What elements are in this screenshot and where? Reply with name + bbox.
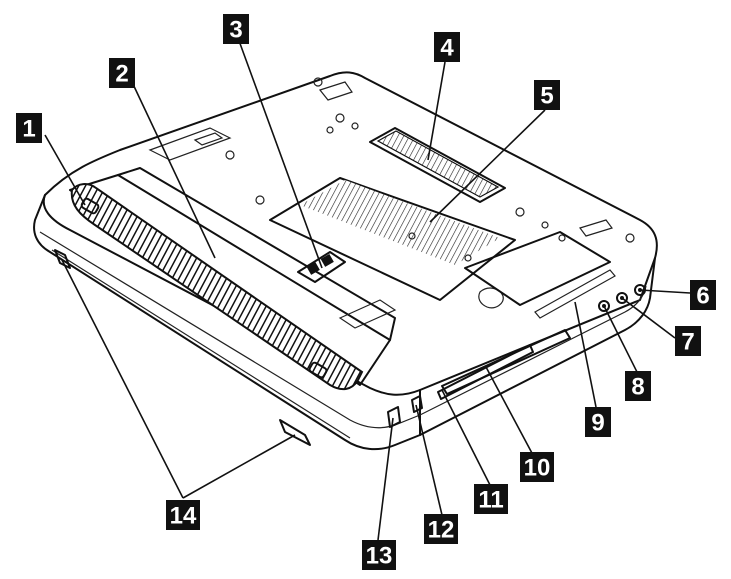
- side-slots: [387, 329, 571, 428]
- svg-text:1: 1: [22, 116, 35, 143]
- memory-cover: [269, 177, 516, 301]
- leader-10: [485, 366, 534, 456]
- svg-text:8: 8: [631, 374, 644, 401]
- leader-11: [441, 389, 491, 486]
- battery-ribbed-grip: [70, 183, 364, 391]
- callout-5: 5: [534, 80, 560, 110]
- callout-4: 4: [434, 32, 460, 62]
- callout-6: 6: [690, 280, 716, 310]
- leader-5: [429, 109, 546, 223]
- lid-seam: [51, 249, 351, 439]
- front-wall: [33, 194, 421, 451]
- docking-connector: [369, 127, 506, 203]
- leader-1: [44, 134, 86, 206]
- callout-7: 7: [675, 326, 701, 356]
- port-13: [387, 406, 401, 428]
- port-12: [411, 395, 423, 413]
- svg-text:11: 11: [478, 487, 503, 514]
- bottom-panel-outline: [42, 71, 658, 396]
- panel-details: [148, 77, 635, 329]
- callout-3: 3: [223, 14, 249, 44]
- callout-8: 8: [625, 371, 651, 401]
- svg-text:13: 13: [366, 543, 393, 570]
- leader-9: [574, 301, 597, 408]
- callout-2: 2: [109, 58, 135, 88]
- callout-1: 1: [16, 113, 42, 143]
- slot-10: [441, 329, 571, 395]
- svg-text:9: 9: [591, 410, 604, 437]
- side-wall: [419, 257, 656, 436]
- svg-text:2: 2: [115, 61, 128, 88]
- leader-6: [639, 289, 691, 294]
- callout-10: 10: [520, 452, 554, 482]
- callout-11: 11: [474, 484, 508, 514]
- front-latches: [54, 249, 311, 446]
- battery-rear-latch: [308, 361, 328, 379]
- leader-12: [415, 404, 443, 516]
- callout-12: 12: [424, 514, 458, 544]
- leader-4: [427, 61, 446, 161]
- callout-14: 14: [166, 500, 200, 530]
- leader-7: [621, 297, 676, 339]
- leader-3: [237, 37, 323, 269]
- svg-text:12: 12: [428, 517, 455, 544]
- svg-text:4: 4: [440, 35, 454, 62]
- leader-14b: [182, 434, 296, 499]
- callout-13: 13: [362, 540, 396, 570]
- svg-text:10: 10: [524, 455, 551, 482]
- laptop-chassis: [33, 71, 658, 451]
- svg-text:5: 5: [540, 83, 553, 110]
- svg-text:14: 14: [170, 503, 197, 530]
- callout-9: 9: [585, 407, 611, 437]
- leader-8: [603, 305, 638, 373]
- battery-pack: [69, 167, 396, 391]
- svg-text:7: 7: [681, 329, 694, 356]
- leader-14a: [61, 259, 184, 499]
- leader-lines: [44, 37, 691, 541]
- svg-text:3: 3: [229, 17, 242, 44]
- leader-2: [131, 81, 216, 259]
- leader-13: [377, 417, 394, 541]
- svg-text:6: 6: [696, 283, 709, 310]
- cardbus-cover: [464, 231, 611, 306]
